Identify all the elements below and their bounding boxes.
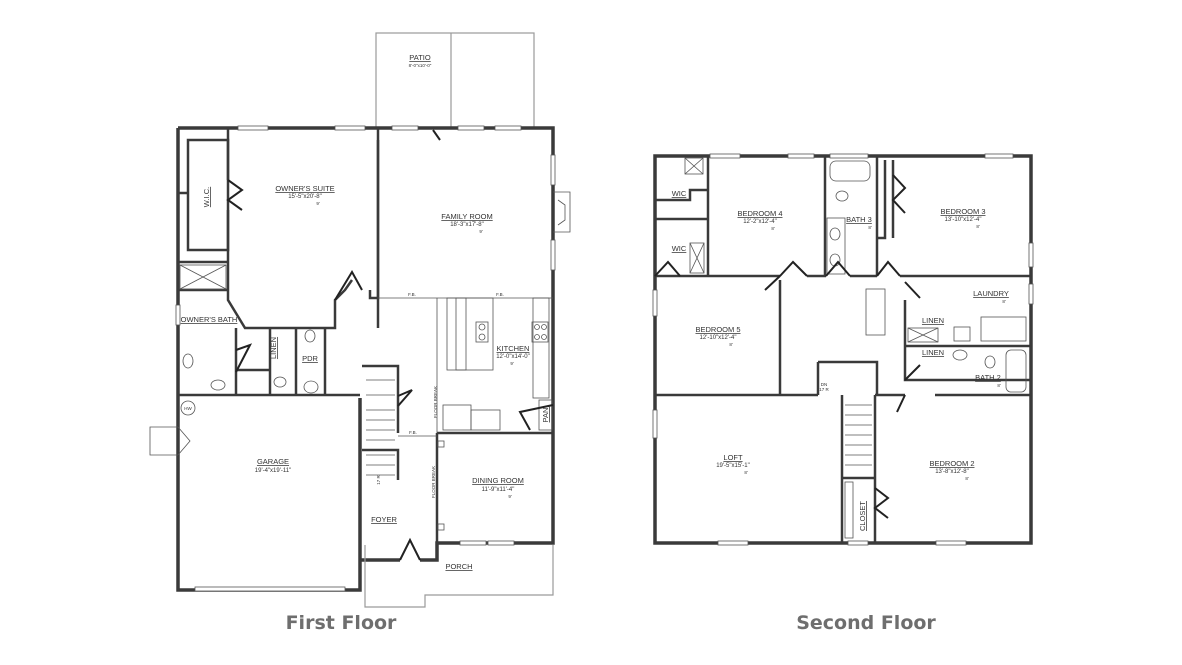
ceiling-dining-room: 9' bbox=[508, 494, 512, 499]
floor-break-label: FLOOR BREAK bbox=[433, 386, 438, 418]
room-dims-bedroom-3: 13'-10"x12'-4" bbox=[945, 217, 982, 223]
room-dims-family-room: 18'-3"x17'-8" bbox=[450, 222, 484, 228]
stairs-risers-label: 17 R bbox=[376, 475, 381, 485]
room-dims-kitchen: 12'-0"x14'-0" bbox=[496, 354, 530, 360]
room-label-bath-2: BATH 2 bbox=[975, 373, 1001, 382]
ceiling-owners-suite: 9' bbox=[316, 201, 320, 206]
room-dims-patio: 8'-0"x10'-0" bbox=[409, 63, 432, 68]
kitchen-fixtures bbox=[442, 297, 553, 431]
room-dims-bedroom-2: 13'-8"x12'-8" bbox=[935, 469, 969, 475]
room-label-patio: PATIO bbox=[409, 53, 431, 62]
first-floor-labels: PATIO 8'-0"x10'-0" OWNER'S SUITE 15'-5"x… bbox=[181, 53, 550, 571]
stairs-down-label: DN bbox=[821, 382, 828, 387]
room-dims-bedroom-4: 12'-2"x12'-4" bbox=[743, 219, 777, 225]
room-label-wic: W.I.C. bbox=[202, 187, 211, 207]
room-label-bedroom-4: BEDROOM 4 bbox=[737, 209, 782, 218]
room-label-pantry: PAN. bbox=[541, 406, 550, 423]
second-floor-stairs bbox=[844, 288, 886, 539]
room-dims-bedroom-5: 12'-10"x12'-4" bbox=[700, 335, 737, 341]
room-dims-owners-suite: 15'-5"x20'-8" bbox=[288, 194, 322, 200]
water-heater-label: HW bbox=[184, 406, 192, 411]
ceiling-bath-3: 8' bbox=[868, 225, 872, 230]
room-label-bedroom-3: BEDROOM 3 bbox=[940, 207, 985, 216]
ceiling-bedroom-3: 8' bbox=[976, 224, 980, 229]
room-dims-garage: 19'-4"x19'-11" bbox=[255, 468, 291, 474]
first-floor-plan bbox=[149, 32, 571, 608]
room-label-porch: PORCH bbox=[445, 562, 472, 571]
room-label-closet: CLOSET bbox=[858, 501, 867, 531]
second-floor-labels: BEDROOM 4 12'-2"x12'-4" 8' BATH 3 8' BED… bbox=[672, 189, 1009, 531]
room-label-kitchen: KITCHEN bbox=[497, 344, 530, 353]
room-dims-loft: 19'-5"x15'-1" bbox=[716, 463, 750, 469]
room-label-garage: GARAGE bbox=[257, 457, 289, 466]
stairs-risers-label: 17 R bbox=[819, 387, 829, 392]
room-label-loft: LOFT bbox=[723, 453, 743, 462]
ceiling-bedroom-2: 8' bbox=[965, 476, 969, 481]
room-label-owners-suite: OWNER'S SUITE bbox=[275, 184, 334, 193]
room-label-wic: WIC bbox=[672, 189, 687, 198]
ceiling-loft: 8' bbox=[744, 470, 748, 475]
second-floor-plan bbox=[652, 153, 1034, 546]
room-label-bath-3: BATH 3 bbox=[846, 215, 872, 224]
fb-label: F.B. bbox=[409, 430, 417, 435]
floor-break-label: FLOOR BREAK bbox=[431, 466, 436, 498]
ceiling-bedroom-4: 8' bbox=[771, 226, 775, 231]
patio-outline bbox=[375, 32, 535, 129]
room-label-foyer: FOYER bbox=[371, 515, 397, 524]
room-label-dining-room: DINING ROOM bbox=[472, 476, 524, 485]
room-label-bedroom-2: BEDROOM 2 bbox=[929, 459, 974, 468]
room-label-wic: WIC bbox=[672, 244, 687, 253]
ceiling-bedroom-5: 8' bbox=[729, 342, 733, 347]
fb-label: F.B. bbox=[408, 292, 416, 297]
ceiling-bath-2: 8' bbox=[997, 383, 1001, 388]
room-label-laundry: LAUNDRY bbox=[973, 289, 1009, 298]
porch-outline bbox=[364, 545, 554, 608]
room-dims-dining-room: 11'-9"x11'-4" bbox=[482, 487, 515, 493]
room-label-pdr: PDR bbox=[302, 354, 318, 363]
ceiling-laundry: 8' bbox=[1002, 299, 1006, 304]
second-floor-caption: Second Floor bbox=[796, 612, 936, 634]
first-floor-caption: First Floor bbox=[285, 612, 397, 634]
ceiling-kitchen: 9' bbox=[510, 361, 514, 366]
room-label-bedroom-5: BEDROOM 5 bbox=[695, 325, 740, 334]
room-label-linen: LINEN bbox=[269, 337, 278, 359]
room-label-linen: LINEN bbox=[922, 316, 944, 325]
room-label-family-room: FAMILY ROOM bbox=[441, 212, 492, 221]
room-label-owners-bath: OWNER'S BATH bbox=[181, 315, 238, 324]
first-floor-stairs bbox=[366, 379, 395, 476]
fb-label: F.B. bbox=[496, 292, 504, 297]
room-label-linen: LINEN bbox=[922, 348, 944, 357]
ceiling-family-room: 9' bbox=[479, 229, 483, 234]
garage-door bbox=[194, 586, 346, 592]
